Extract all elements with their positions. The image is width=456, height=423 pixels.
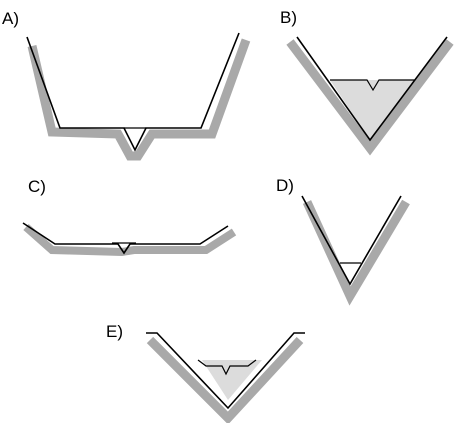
panel-b-channel-outline: [296, 36, 448, 142]
panel-a-label: A): [2, 9, 19, 28]
panel-c-label: C): [28, 177, 46, 196]
panel-b-water-surface: [330, 79, 415, 92]
panel-a: A): [2, 9, 251, 161]
panel-d-channel-outline: [301, 195, 402, 286]
panel-e-channel-outline: [146, 332, 305, 410]
panel-b-label: B): [280, 8, 297, 27]
panel-c-channel-outline: [22, 222, 229, 255]
panel-e-floodplain-step: [197, 359, 257, 376]
panel-b-bank-shadow: [286, 39, 454, 156]
panel-a-channel-outline: [26, 32, 240, 152]
panel-d-label: D): [276, 176, 294, 195]
panel-d-bank-shadow: [302, 199, 410, 306]
panel-d: D): [276, 176, 410, 306]
panel-e-bank-shadow: [146, 336, 304, 423]
panel-c: C): [22, 177, 237, 257]
panel-b: B): [280, 8, 454, 156]
panel-c-bank-shadow: [23, 224, 237, 257]
panel-e: E): [106, 322, 305, 423]
panel-b-water-fill: [330, 80, 415, 140]
panel-e-water-fill: [202, 360, 262, 400]
panel-a-bank-shadow: [27, 38, 251, 161]
panel-e-label: E): [106, 322, 123, 341]
